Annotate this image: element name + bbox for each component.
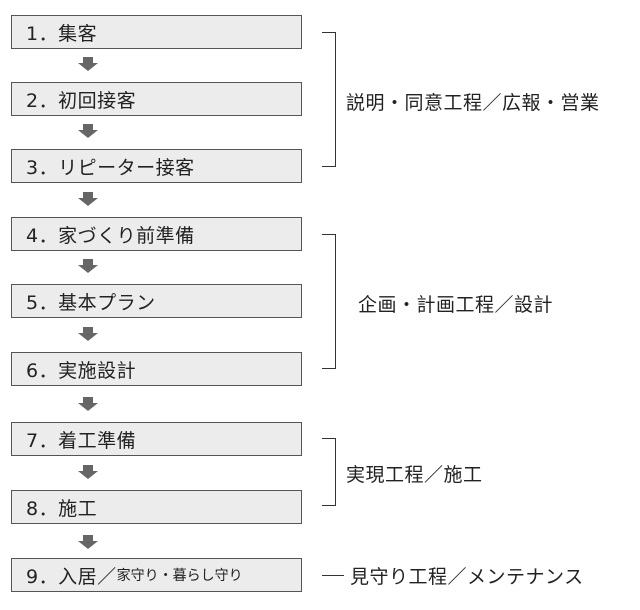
step-8-box: 8．施工 [11,490,302,524]
down-arrow-icon [78,57,98,71]
step-7-label: 7．着工準備 [26,429,137,452]
down-arrow-icon [78,259,98,273]
step-1-box: 1．集客 [11,15,302,49]
step-4-box: 4．家づくり前準備 [11,217,302,251]
down-arrow-icon [78,124,98,138]
group-1-label: 説明・同意工程／広報・営業 [346,92,600,114]
down-arrow-icon [78,465,98,479]
step-3-box: 3．リピーター接客 [11,149,302,183]
step-9-sublabel: 家守り・暮らし守り [116,568,243,584]
group-2-label: 企画・計画工程／設計 [358,294,554,316]
group-2-bracket [322,234,336,369]
down-arrow-icon [78,327,98,341]
group-4-label: 見守り工程／メンテナンス [350,566,584,588]
step-6-label: 6．実施設計 [26,359,137,382]
group-1-bracket [322,32,336,167]
group-3-label: 実現工程／施工 [346,464,483,486]
step-9-box: 9．入居／家守り・暮らし守り [11,558,302,592]
step-2-label: 2．初回接客 [26,89,137,112]
step-3-label: 3．リピーター接客 [26,156,195,179]
step-6-box: 6．実施設計 [11,352,302,386]
down-arrow-icon [78,397,98,411]
step-5-label: 5．基本プラン [26,291,156,314]
step-8-label: 8．施工 [26,497,98,520]
down-arrow-icon [78,192,98,206]
step-5-box: 5．基本プラン [11,284,302,318]
step-4-label: 4．家づくり前準備 [26,224,195,247]
step-7-box: 7．着工準備 [11,422,302,456]
step-1-label: 1．集客 [26,22,98,45]
down-arrow-icon [78,535,98,549]
group-4-connector [322,575,344,576]
step-2-box: 2．初回接客 [11,82,302,116]
step-9-label: 9．入居／ [26,565,117,588]
group-3-bracket [322,438,336,506]
